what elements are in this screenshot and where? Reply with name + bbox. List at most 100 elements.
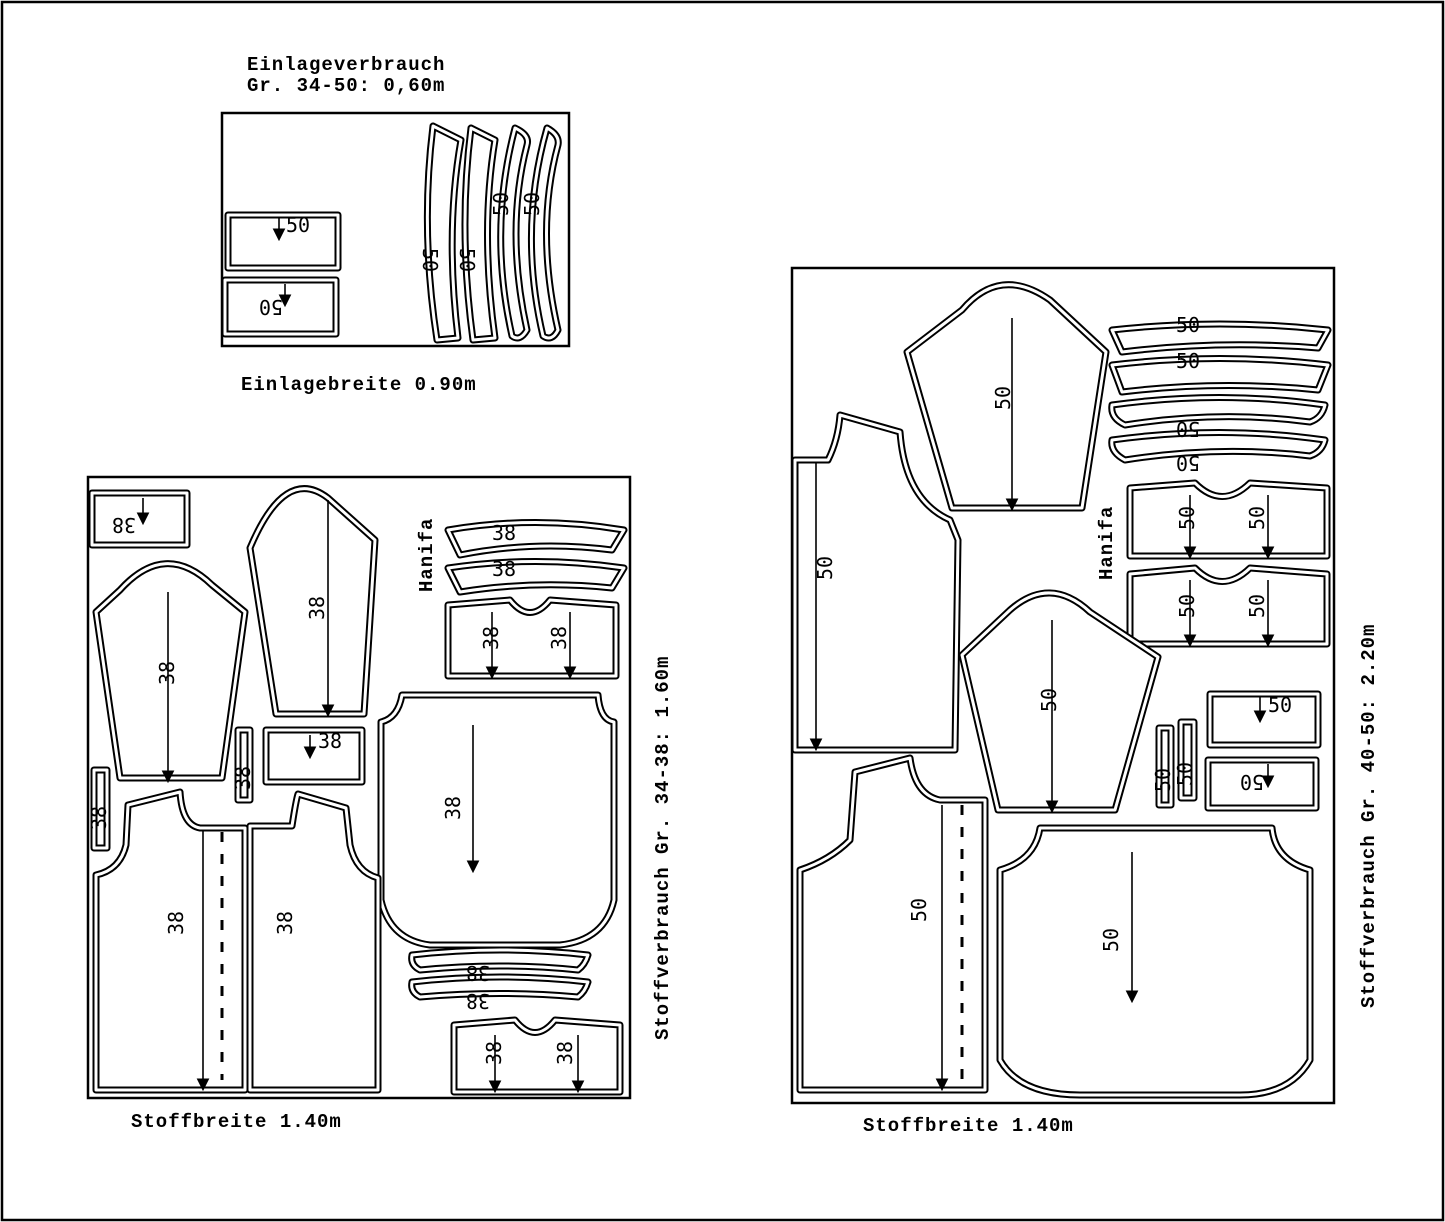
piece-seam-line: [264, 728, 364, 784]
piece-size-label: 38: [492, 557, 516, 581]
piece-size-label: 50: [1175, 594, 1199, 618]
piece-size-label: 50: [1173, 762, 1197, 786]
piece-seam-line: [236, 728, 252, 802]
interfacing-title: Einlageverbrauch: [247, 54, 445, 76]
piece-seam-line: [1128, 481, 1329, 558]
piece-size-label: 50: [1151, 768, 1175, 792]
piece-seam-line: [223, 278, 338, 336]
piece-seam-line: [998, 826, 1312, 1097]
piece-seam-line: [463, 126, 497, 342]
piece-seam-line: [248, 792, 380, 1092]
piece-size-label: 38: [441, 796, 465, 820]
brand-label: Hanifa: [416, 518, 438, 592]
piece-size-label: 38: [87, 806, 111, 830]
pattern-piece-front: [791, 411, 962, 754]
pattern-piece-cuff: [1206, 690, 1322, 749]
piece-size-label: 50: [907, 898, 931, 922]
piece-size-label: 38: [466, 989, 490, 1013]
pattern-piece-back: [377, 691, 618, 949]
piece-size-label: 38: [112, 513, 136, 537]
piece-seam-line: [1128, 566, 1329, 646]
piece-seam-line: [379, 693, 616, 947]
piece-seam-line: [248, 487, 377, 716]
piece-seam-line: [1110, 431, 1327, 462]
interfacing-width-label: Einlagebreite 0.90m: [241, 374, 477, 396]
interfacing-section: Einlageverbrauch Gr. 34-50: 0,60m 50 50 …: [220, 54, 571, 396]
interfacing-frame: [220, 111, 571, 348]
piece-size-label: 50: [813, 556, 837, 580]
piece-size-label: 50: [520, 192, 544, 216]
piece-size-label: 50: [1268, 693, 1292, 717]
piece-size-label: 38: [482, 1041, 506, 1065]
piece-size-label: 38: [305, 596, 329, 620]
piece-seam-line: [92, 768, 109, 850]
piece-size-label: 38: [492, 521, 516, 545]
piece-size-label: 38: [547, 626, 571, 650]
piece-size-label: 50: [1175, 506, 1199, 530]
interfacing-consumption: Gr. 34-50: 0,60m: [247, 75, 445, 97]
brand-label: Hanifa: [1096, 506, 1118, 580]
piece-seam-line: [226, 213, 340, 270]
fabric-consumption-label: Stoffverbrauch Gr. 34-38: 1.60m: [652, 656, 674, 1040]
piece-size-label: 50: [286, 213, 310, 237]
piece-size-label: 38: [164, 911, 188, 935]
piece-seam-line: [1110, 357, 1330, 394]
pattern-piece-cuff: [88, 489, 191, 549]
piece-size-label: 38: [318, 729, 342, 753]
piece-seam-line: [1110, 396, 1327, 427]
piece-seam-line: [1110, 322, 1330, 354]
piece-seam-line: [1208, 692, 1320, 747]
piece-size-label: 38: [231, 766, 255, 790]
fabric-width-label: Stoffbreite 1.40m: [863, 1115, 1074, 1137]
piece-size-label: 50: [1245, 594, 1269, 618]
pattern-piece-yoke: [450, 1016, 624, 1096]
pattern-piece-cuff: [262, 726, 366, 786]
piece-seam-line: [410, 975, 590, 999]
piece-seam-line: [1179, 720, 1196, 800]
piece-seam-line: [1206, 758, 1318, 810]
piece-seam-line: [90, 491, 189, 547]
piece-seam-line: [410, 948, 590, 972]
piece-size-label: 50: [1240, 770, 1264, 794]
piece-seam-line: [1157, 726, 1173, 807]
piece-seam-line: [529, 126, 560, 340]
piece-seam-line: [798, 756, 987, 1092]
piece-size-label: 50: [1176, 349, 1200, 373]
piece-size-label: 50: [489, 192, 513, 216]
piece-seam-line: [94, 790, 247, 1092]
fabric-frame: [86, 475, 632, 1100]
piece-seam-line: [446, 521, 626, 557]
layout-large-sizes: 50 50 50 50 50 50 Hanifa 50 50 50 50 50 …: [790, 266, 1380, 1137]
pattern-piece-back: [996, 824, 1314, 1099]
piece-seam-line: [499, 126, 529, 340]
piece-size-label: 38: [553, 1041, 577, 1065]
piece-size-label: 50: [1176, 451, 1200, 475]
layout-small-sizes: 38 38 38 Hanifa 38 38 38 38 38 38 38 38 …: [86, 475, 674, 1133]
piece-size-label: 50: [455, 248, 479, 272]
pattern-piece-placket: [1155, 724, 1175, 809]
piece-size-label: 50: [1176, 313, 1200, 337]
piece-size-label: 50: [1176, 417, 1200, 441]
pattern-piece-yoke: [1126, 479, 1331, 560]
piece-seam-line: [446, 560, 626, 594]
piece-seam-line: [446, 598, 618, 678]
piece-size-label: 38: [479, 626, 503, 650]
interfacing-piece-cuff: [224, 211, 342, 272]
piece-size-label: 50: [418, 248, 442, 272]
fabric-consumption-label: Stoffverbrauch Gr. 40-50: 2.20m: [1358, 624, 1380, 1008]
piece-seam-line: [793, 413, 960, 752]
piece-seam-line: [905, 283, 1108, 510]
piece-size-label: 50: [1037, 688, 1061, 712]
piece-size-label: 50: [1099, 928, 1123, 952]
pattern-piece-front: [246, 790, 382, 1094]
piece-size-label: 38: [155, 661, 179, 685]
pattern-piece-front: [796, 754, 989, 1094]
piece-size-label: 50: [1245, 506, 1269, 530]
piece-size-label: 38: [466, 961, 490, 985]
piece-size-label: 38: [273, 911, 297, 935]
piece-seam-line: [452, 1018, 622, 1094]
piece-seam-line: [425, 124, 463, 342]
piece-size-label: 50: [991, 386, 1015, 410]
